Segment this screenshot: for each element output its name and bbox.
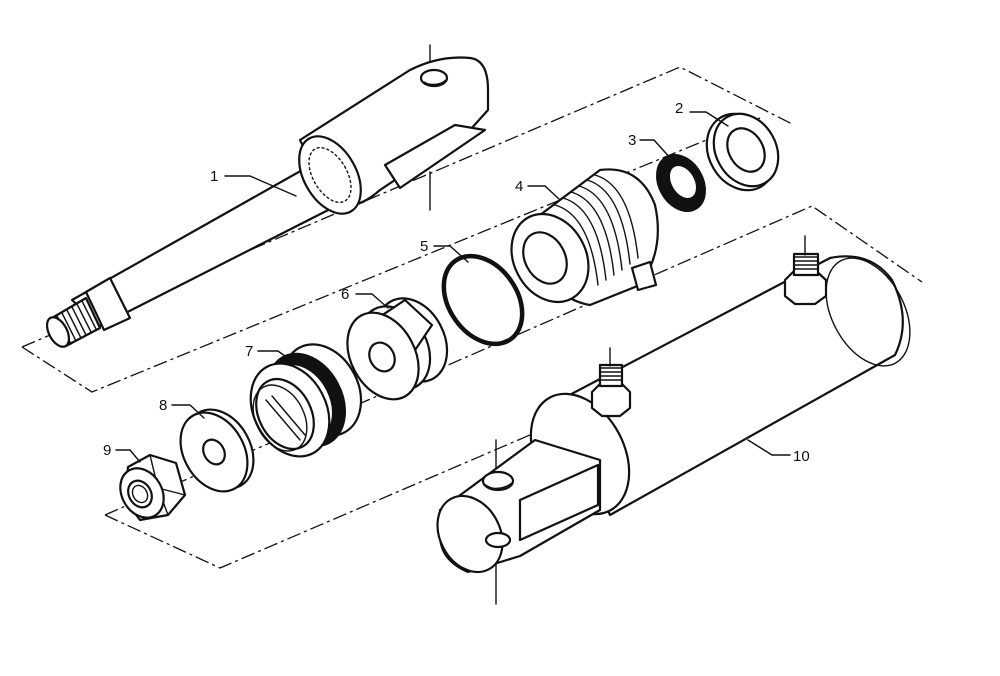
part-piston-rod bbox=[45, 44, 490, 348]
part-barrel bbox=[436, 235, 911, 605]
callout-label-3: 3 bbox=[628, 132, 636, 149]
callout-label-8: 8 bbox=[159, 397, 167, 414]
part-piston-seal bbox=[249, 343, 363, 458]
part-gland bbox=[510, 168, 659, 307]
callout-label-2: 2 bbox=[675, 100, 683, 117]
part-rod-seal bbox=[656, 154, 706, 212]
part-piston bbox=[346, 297, 449, 401]
callout-label-1: 1 bbox=[210, 168, 218, 185]
callout-label-9: 9 bbox=[103, 442, 111, 459]
callout-label-5: 5 bbox=[420, 238, 428, 255]
callout-label-7: 7 bbox=[245, 343, 253, 360]
part-o-ring bbox=[441, 253, 525, 347]
callout-label-4: 4 bbox=[515, 178, 523, 195]
callout-leaders bbox=[115, 111, 791, 463]
callout-label-10: 10 bbox=[793, 448, 810, 465]
part-wiper-ring bbox=[705, 112, 780, 192]
part-washer bbox=[179, 408, 255, 493]
part-nut bbox=[119, 453, 187, 522]
callout-label-6: 6 bbox=[341, 286, 349, 303]
